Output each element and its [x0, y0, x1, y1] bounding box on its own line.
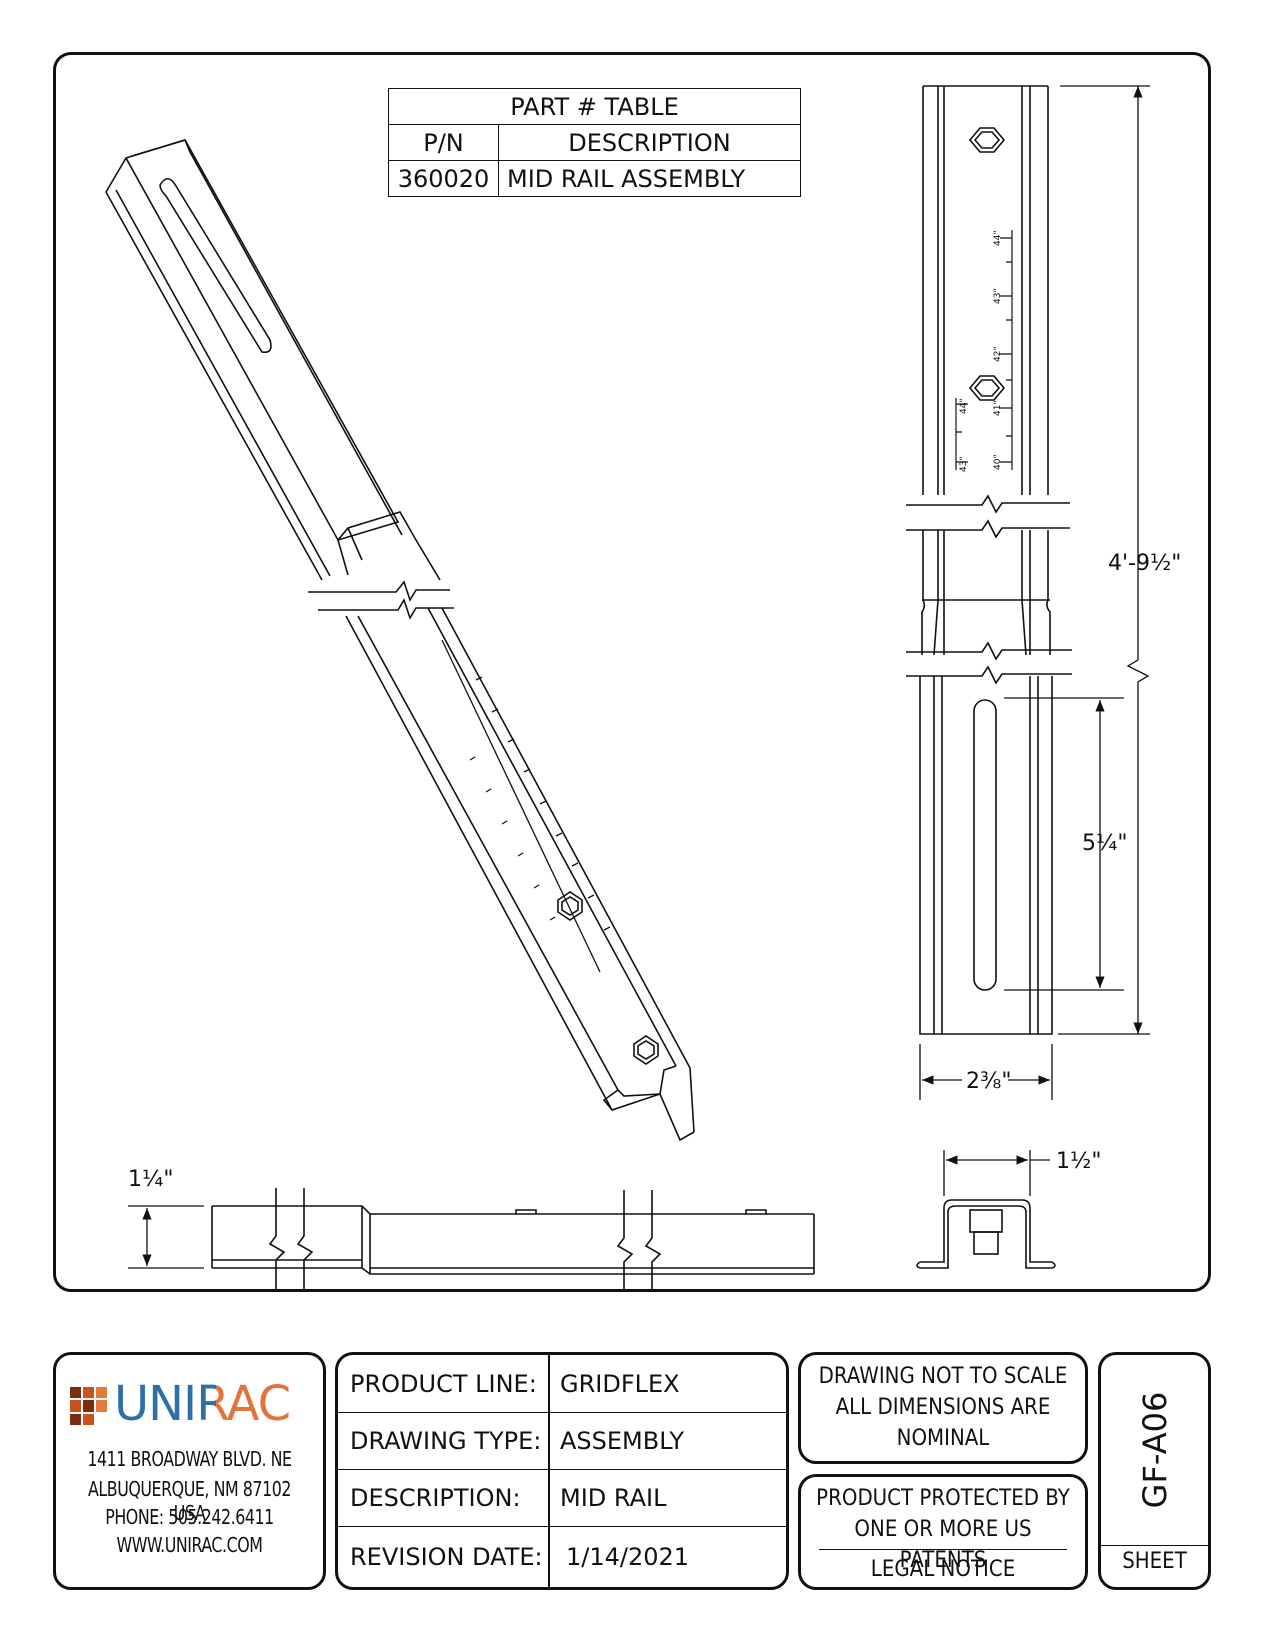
product-line-label: PRODUCT LINE:	[350, 1369, 537, 1398]
ruler-outer-label: 40"	[993, 454, 1003, 470]
description-value: MID RAIL	[560, 1484, 667, 1512]
legal-notice: LEGAL NOTICE	[870, 1557, 1016, 1582]
revision-date-row: REVISION DATE: 1/14/2021	[338, 1527, 786, 1587]
ruler-labels: 44" 43" 42" 41" 40" 44" 43"	[959, 230, 1003, 472]
patent-note-box: PRODUCT PROTECTED BY ONE OR MORE US PATE…	[798, 1474, 1088, 1590]
isometric-rail-view	[105, 139, 695, 1142]
patent-note-line-1: PRODUCT PROTECTED BY	[816, 1486, 1070, 1511]
side-rail-view	[128, 1188, 815, 1292]
drawing-type-value: ASSEMBLY	[560, 1427, 685, 1455]
part-number-table: PART # TABLE P/N DESCRIPTION 360020 MID …	[388, 88, 801, 197]
logo-squares-icon	[70, 1387, 108, 1425]
slot-length-dimension: 5¼"	[1082, 831, 1127, 856]
section-rail-view	[916, 1150, 1056, 1269]
address-line-2: ALBUQUERQUE, NM 87102 USA	[88, 1477, 291, 1525]
revision-date-value: 1/14/2021	[566, 1543, 690, 1571]
website: WWW.UNIRAC.COM	[116, 1533, 263, 1557]
scale-note-line-1: DRAWING NOT TO SCALE	[818, 1364, 1068, 1389]
part-description-cell: MID RAIL ASSEMBLY	[498, 160, 801, 197]
ruler-inner-label: 44"	[959, 398, 969, 414]
unirac-logo: UNIRAC	[70, 1377, 310, 1431]
revision-date-label: REVISION DATE:	[350, 1543, 543, 1571]
channel-width-dimension: 1½"	[1056, 1149, 1101, 1174]
part-table-header-description: DESCRIPTION	[498, 124, 801, 161]
company-box: UNIRAC 1411 BROADWAY BLVD. NE ALBUQUERQU…	[53, 1352, 326, 1590]
patent-note-line-2: ONE OR MORE US PATENTS	[854, 1517, 1032, 1573]
scale-note-box: DRAWING NOT TO SCALE ALL DIMENSIONS ARE …	[798, 1352, 1088, 1464]
ruler-outer-label: 41"	[993, 400, 1003, 416]
product-line-value: GRIDFLEX	[560, 1369, 680, 1398]
logo-wordmark: UNIRAC	[114, 1376, 291, 1432]
top-rail-view	[906, 85, 1150, 1100]
height-dimension: 1¼"	[128, 1167, 173, 1192]
sheet-number: GF-A06	[1135, 1391, 1174, 1509]
description-label: DESCRIPTION:	[350, 1484, 521, 1512]
ruler-inner-label: 43"	[959, 456, 969, 472]
product-line-row: PRODUCT LINE: GRIDFLEX	[338, 1355, 786, 1413]
drawing-type-row: DRAWING TYPE: ASSEMBLY	[338, 1413, 786, 1470]
drawing-type-label: DRAWING TYPE:	[350, 1427, 542, 1455]
width-dimension: 2⅜"	[966, 1069, 1011, 1094]
ruler-outer-label: 43"	[993, 288, 1003, 304]
sheet-label: SHEET	[1122, 1549, 1187, 1574]
drawing-frame	[53, 52, 1211, 1292]
scale-note-line-3: NOMINAL	[896, 1426, 990, 1451]
overall-length-dimension: 4'-9½"	[1108, 551, 1181, 576]
product-info-box: PRODUCT LINE: GRIDFLEX DRAWING TYPE: ASS…	[335, 1352, 789, 1590]
ruler-outer-label: 44"	[993, 230, 1003, 246]
address-line-1: 1411 BROADWAY BLVD. NE	[87, 1447, 292, 1471]
part-number-cell: 360020	[388, 160, 499, 197]
ruler-outer-label: 42"	[993, 346, 1003, 362]
phone-number: PHONE: 505.242.6411	[105, 1505, 274, 1529]
description-row: DESCRIPTION: MID RAIL	[338, 1470, 786, 1527]
sheet-box: GF-A06 SHEET	[1098, 1352, 1211, 1590]
scale-note-line-2: ALL DIMENSIONS ARE	[835, 1395, 1051, 1420]
